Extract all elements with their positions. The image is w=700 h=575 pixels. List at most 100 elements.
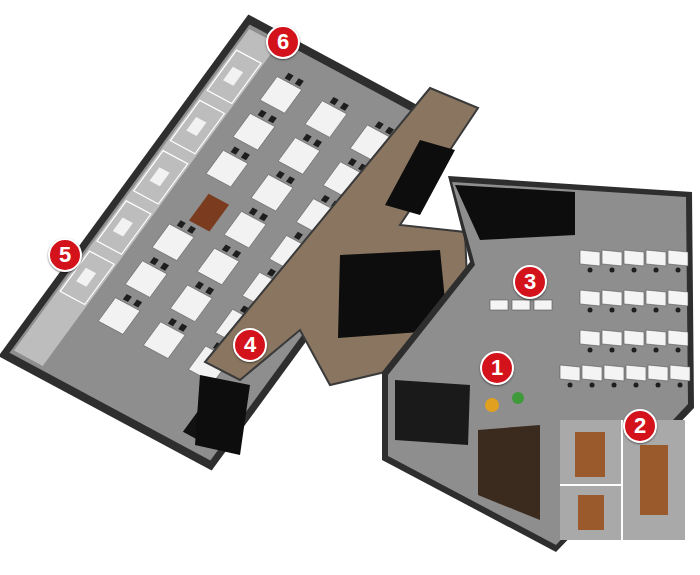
chair	[222, 244, 231, 252]
chair	[634, 383, 639, 388]
desk	[648, 365, 668, 381]
chair	[676, 268, 681, 273]
chair	[568, 383, 573, 388]
kitchen-counter	[189, 194, 229, 232]
desk	[98, 298, 140, 335]
desk	[580, 330, 600, 346]
desk	[646, 330, 666, 346]
desk	[490, 300, 508, 310]
core-block	[455, 185, 575, 240]
chair	[303, 134, 312, 142]
chair	[232, 250, 241, 258]
desk	[580, 250, 600, 266]
desk	[305, 101, 347, 138]
chair	[195, 281, 204, 289]
office-desk	[186, 117, 206, 136]
plant	[512, 392, 524, 404]
chair	[588, 268, 593, 273]
desk	[604, 365, 624, 381]
chair	[286, 176, 295, 184]
office-desk	[223, 67, 243, 86]
desk	[668, 290, 688, 306]
chair	[610, 308, 615, 313]
wing-wall	[382, 176, 694, 552]
callout-number: 1	[480, 351, 514, 385]
callout-number: 6	[266, 25, 300, 59]
meeting-table	[575, 432, 605, 477]
chair	[588, 348, 593, 353]
chair	[610, 348, 615, 353]
chair	[330, 97, 339, 105]
chair	[656, 383, 661, 388]
office-room	[170, 100, 224, 153]
chair	[313, 139, 322, 147]
chair	[168, 318, 177, 326]
desk	[534, 300, 552, 310]
chair	[160, 263, 169, 271]
desk	[668, 250, 688, 266]
office-room	[207, 50, 261, 103]
chair	[187, 226, 196, 234]
chair	[340, 103, 349, 111]
desk	[624, 330, 644, 346]
desk	[646, 250, 666, 266]
chair	[632, 348, 637, 353]
desk	[582, 365, 602, 381]
chair	[231, 147, 240, 155]
desk	[560, 365, 580, 381]
chair	[294, 232, 303, 240]
chair	[150, 257, 159, 265]
core-block	[395, 380, 470, 445]
chair	[632, 308, 637, 313]
reception-chair	[485, 398, 499, 412]
desk	[646, 290, 666, 306]
office-room	[97, 201, 151, 254]
chair	[295, 78, 304, 86]
chair	[268, 115, 277, 123]
callout-number: 2	[623, 409, 657, 443]
desk	[624, 290, 644, 306]
chair	[177, 220, 186, 228]
chair	[285, 73, 294, 81]
desk	[602, 290, 622, 306]
desk	[206, 150, 248, 187]
office-room	[134, 151, 188, 204]
desk	[125, 261, 167, 298]
chair	[654, 348, 659, 353]
chair	[654, 308, 659, 313]
chair	[632, 268, 637, 273]
desk	[512, 300, 530, 310]
desk	[170, 285, 212, 322]
chair	[610, 268, 615, 273]
chair	[258, 110, 267, 118]
meeting-rooms	[560, 420, 685, 540]
wing-floor	[388, 182, 688, 545]
chair	[178, 324, 187, 332]
callout-number: 5	[48, 238, 82, 272]
chair	[676, 348, 681, 353]
office-strip	[14, 29, 278, 366]
desk	[580, 290, 600, 306]
chair	[588, 308, 593, 313]
chair	[654, 268, 659, 273]
chair	[676, 308, 681, 313]
desk	[626, 365, 646, 381]
office-desk	[150, 167, 170, 186]
chair	[133, 299, 142, 307]
desk	[278, 138, 320, 175]
room	[478, 425, 540, 520]
chair	[123, 294, 132, 302]
chair	[590, 383, 595, 388]
chair	[612, 383, 617, 388]
desk	[602, 330, 622, 346]
office-desk	[76, 268, 96, 287]
chair	[249, 208, 258, 216]
meeting-table	[640, 445, 668, 515]
desk	[233, 113, 275, 150]
chair	[348, 158, 357, 166]
core-block	[195, 375, 250, 455]
desk	[260, 77, 302, 114]
room-wall	[621, 420, 623, 540]
